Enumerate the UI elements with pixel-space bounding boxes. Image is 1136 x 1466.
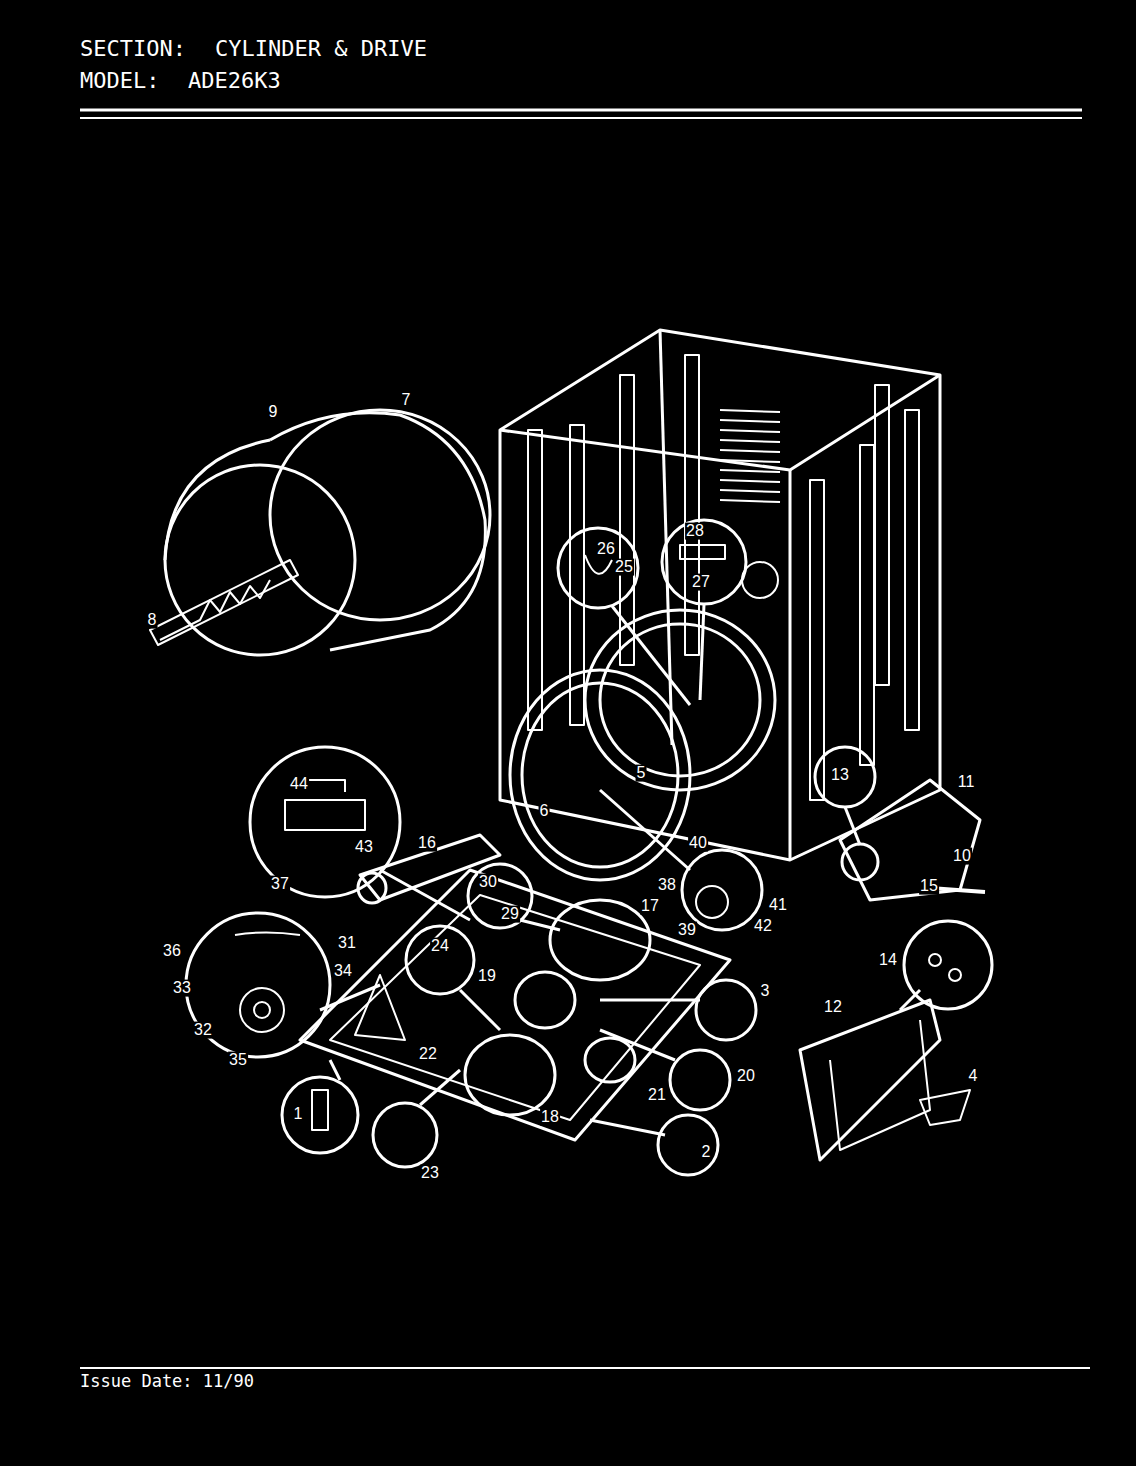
callout-number: 39 xyxy=(677,922,697,939)
callout-number: 5 xyxy=(636,765,647,782)
callout-number: 9 xyxy=(268,404,279,421)
issue-date: Issue Date: 11/90 xyxy=(80,1371,254,1391)
callout-number: 21 xyxy=(647,1087,667,1104)
callout-number: 16 xyxy=(417,835,437,852)
callout-number: 42 xyxy=(753,918,773,935)
callout-number: 33 xyxy=(172,980,192,997)
callout-number: 22 xyxy=(418,1046,438,1063)
callout-number: 30 xyxy=(478,874,498,891)
callout-number: 15 xyxy=(919,878,939,895)
callout-number: 2 xyxy=(701,1144,712,1161)
callout-number: 10 xyxy=(952,848,972,865)
callout-number: 28 xyxy=(685,523,705,540)
callout-number: 43 xyxy=(354,839,374,856)
callout-number: 29 xyxy=(500,906,520,923)
callout-number: 12 xyxy=(823,999,843,1016)
callout-number: 27 xyxy=(691,574,711,591)
callout-number: 7 xyxy=(401,392,412,409)
callout-number: 44 xyxy=(289,776,309,793)
callout-number: 23 xyxy=(420,1165,440,1182)
callout-number: 24 xyxy=(430,938,450,955)
section-label: SECTION: xyxy=(80,36,186,61)
callout-number: 11 xyxy=(957,774,976,791)
callout-number: 4 xyxy=(968,1068,979,1085)
callout-number: 14 xyxy=(878,952,898,969)
section-name: CYLINDER & DRIVE xyxy=(215,36,427,61)
callout-number: 41 xyxy=(768,897,788,914)
callout-number: 20 xyxy=(736,1068,756,1085)
callout-number: 40 xyxy=(688,835,708,852)
callout-number: 31 xyxy=(337,935,357,952)
callout-number: 25 xyxy=(614,559,634,576)
callout-number: 1 xyxy=(293,1106,304,1123)
callout-number: 13 xyxy=(830,767,850,784)
callout-number: 17 xyxy=(640,898,660,915)
callout-number: 37 xyxy=(270,876,290,893)
callout-number: 35 xyxy=(228,1052,248,1069)
callout-number: 19 xyxy=(477,968,497,985)
callout-number: 26 xyxy=(596,541,616,558)
model-label: MODEL: xyxy=(80,68,159,93)
callout-number: 3 xyxy=(760,983,771,1000)
model-number: ADE26K3 xyxy=(188,68,281,93)
callout-number: 36 xyxy=(162,943,182,960)
callout-number: 34 xyxy=(333,963,353,980)
callout-number: 38 xyxy=(657,877,677,894)
callout-number: 8 xyxy=(147,612,158,629)
callout-number: 32 xyxy=(193,1022,213,1039)
callout-number: 6 xyxy=(539,803,550,820)
callout-number: 18 xyxy=(540,1109,560,1126)
